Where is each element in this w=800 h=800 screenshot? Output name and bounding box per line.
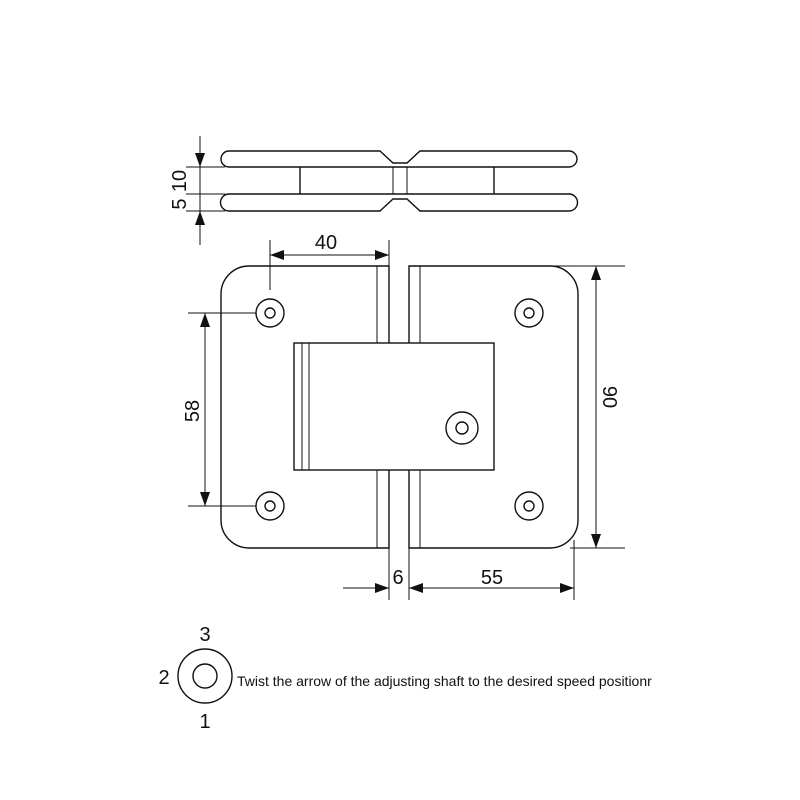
dim-width-left: 40: [315, 232, 337, 254]
lower-plate: [219, 193, 579, 212]
shaft-outer-ring: [177, 648, 233, 704]
arrow-up-icon: [195, 211, 205, 225]
dim-height: 90: [598, 386, 620, 408]
width-left-dimension: 40: [269, 232, 390, 290]
clamp-body: [293, 342, 495, 471]
bottom-dimensions: 6 55: [343, 540, 575, 600]
adjusting-instruction: Twist the arrow of the adjusting shaft t…: [237, 673, 652, 689]
arrow-down-icon: [195, 153, 205, 167]
dim-hole-spacing: 58: [182, 400, 204, 422]
upper-plate: [220, 150, 578, 168]
clamp-screw-hole: [445, 411, 479, 445]
dim-bottom-thickness: 5: [169, 198, 191, 209]
screw-hole-bottom-right: [514, 491, 544, 521]
position-2-label: 2: [158, 667, 169, 689]
thickness-dimension: 10 5: [169, 136, 225, 245]
height-dimension: 90: [550, 265, 625, 549]
screw-hole-top-left: [255, 298, 285, 328]
dim-top-thickness: 10: [169, 170, 191, 192]
dim-gap: 6: [392, 567, 403, 589]
screw-hole-bottom-left: [255, 491, 285, 521]
front-view: [220, 265, 579, 549]
right-leaf: [408, 265, 579, 549]
adjusting-shaft-legend: 3 2 1 Twist the arrow of the adjusting s…: [158, 624, 652, 733]
position-3-label: 3: [199, 624, 210, 646]
top-profile-view: [219, 150, 579, 212]
dim-width-right: 55: [481, 567, 503, 589]
hole-spacing-dimension: 58: [182, 312, 256, 507]
position-1-label: 1: [199, 711, 210, 733]
left-leaf: [220, 265, 390, 549]
shaft-inner-ring: [192, 663, 218, 689]
screw-hole-top-right: [514, 298, 544, 328]
